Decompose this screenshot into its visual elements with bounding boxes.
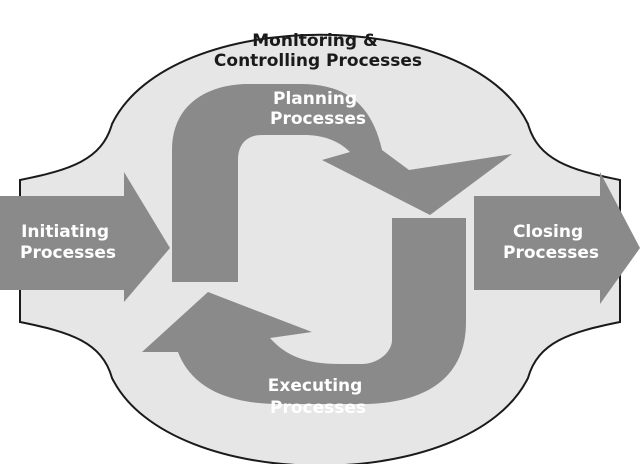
planning-label-line2: Processes — [270, 109, 366, 129]
monitoring-controlling-shape — [19, 33, 621, 464]
executing-arrow — [142, 218, 466, 404]
planning-label: Planning Processes — [270, 89, 366, 129]
monitoring-label-line1: Monitoring & — [252, 31, 378, 51]
initiating-label-line1: Initiating — [21, 222, 109, 242]
executing-label-line1: Executing — [268, 376, 363, 396]
initiating-label: Initiating Processes — [20, 222, 116, 263]
closing-label-line2: Processes — [503, 243, 599, 263]
monitoring-label-line2: Controlling Processes — [214, 51, 422, 71]
executing-label: Executing Processes — [268, 376, 368, 418]
initiating-arrow — [0, 172, 170, 302]
closing-label-line1: Closing — [513, 222, 583, 242]
planning-label-line1: Planning — [273, 89, 357, 109]
monitoring-controlling-label: Monitoring & Controlling Processes — [214, 31, 422, 71]
planning-arrow — [172, 84, 512, 282]
closing-label: Closing Processes — [503, 222, 599, 263]
initiating-label-line2: Processes — [20, 243, 116, 263]
executing-label-line2: Processes — [270, 398, 366, 418]
closing-arrow — [474, 172, 640, 304]
